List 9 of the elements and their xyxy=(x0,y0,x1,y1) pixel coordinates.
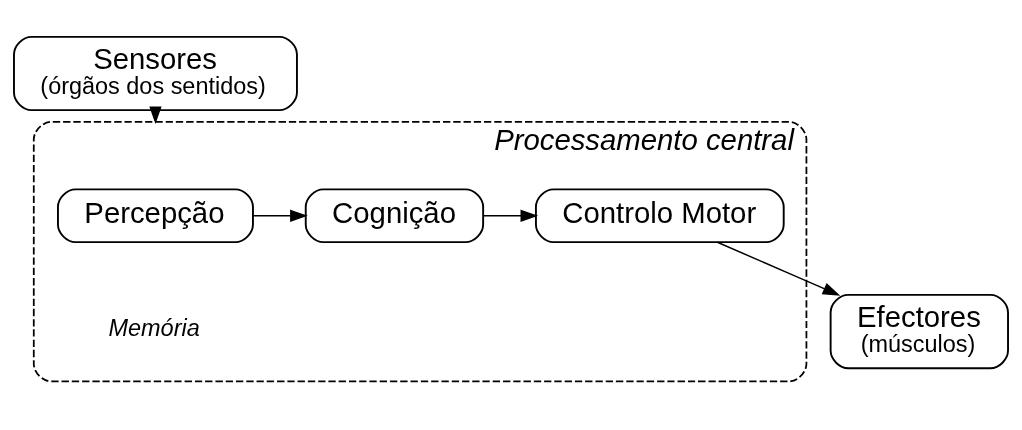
arrow xyxy=(482,209,539,222)
node-box: Efectores (músculos) xyxy=(829,293,1009,370)
arrow xyxy=(149,106,162,125)
node-box: Percepção xyxy=(57,188,254,244)
node-box: Cognição xyxy=(304,188,485,244)
arrow xyxy=(252,209,308,222)
label: Memória xyxy=(108,314,200,341)
node-box: Controlo Motor xyxy=(534,188,785,244)
arrow xyxy=(716,241,841,296)
